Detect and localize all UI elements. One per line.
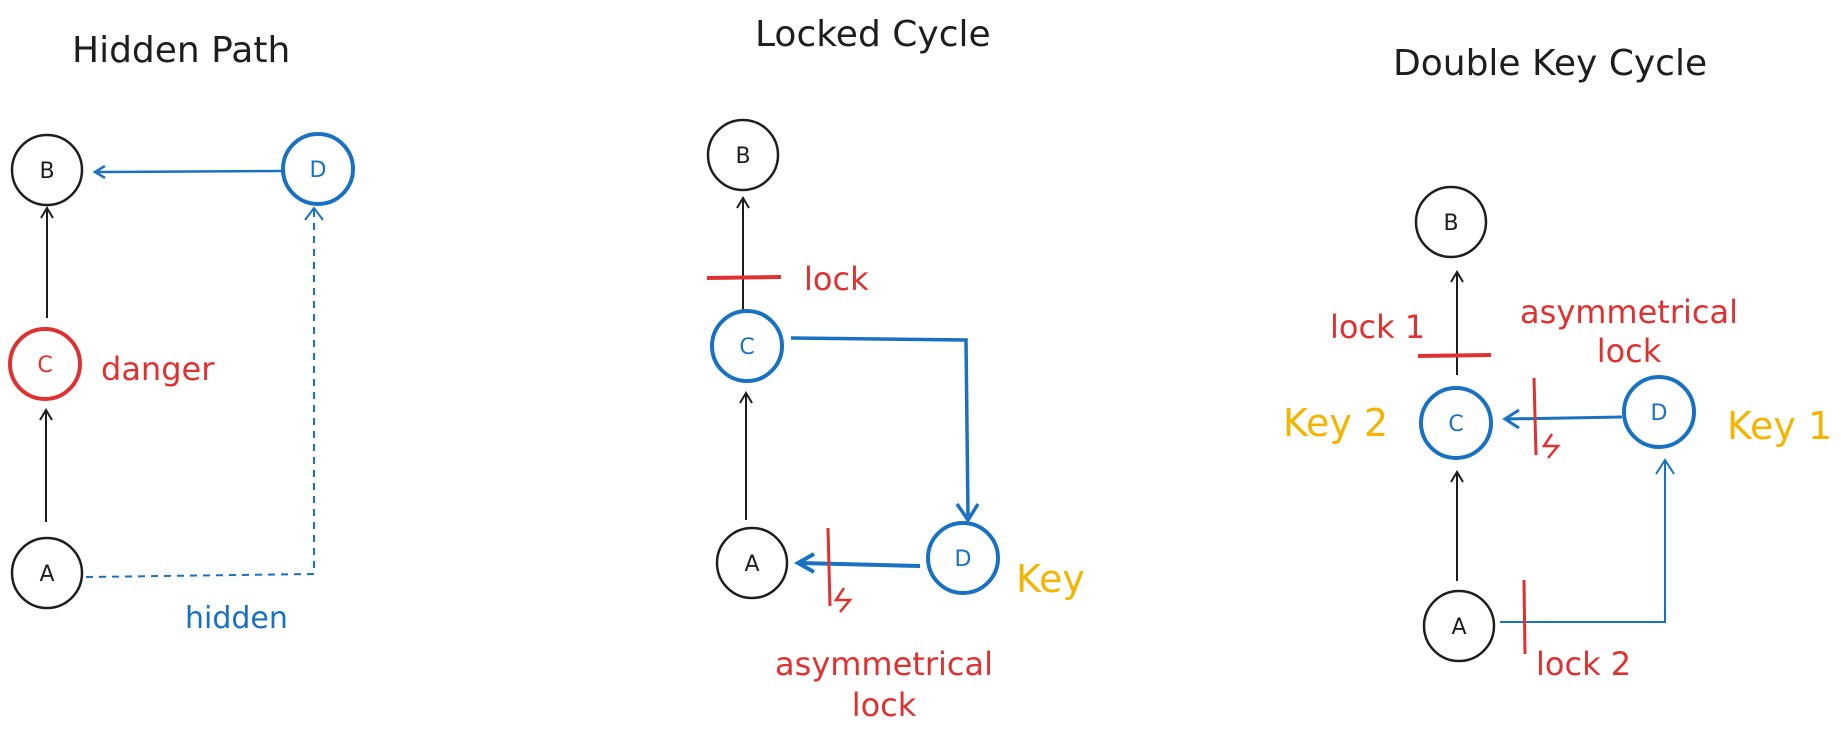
edge-d-to-b: [95, 171, 283, 172]
lock-label: lock: [804, 260, 869, 298]
key-2-label: Key 2: [1283, 401, 1388, 445]
asymmetrical-lock-label: lock: [1597, 332, 1662, 370]
edge-d-to-c: [1506, 415, 1623, 421]
node-label: B: [735, 144, 750, 169]
lock-2-label: lock 2: [1536, 645, 1631, 683]
node-a: A: [10, 536, 84, 610]
node-a: A: [715, 526, 789, 600]
lightning-icon: [1541, 433, 1561, 459]
node-label: C: [1448, 412, 1463, 437]
danger-label: danger: [101, 350, 215, 388]
asymmetrical-lock-label: lock: [852, 686, 917, 724]
node-label: B: [39, 159, 54, 184]
node-label: D: [310, 158, 327, 183]
node-b: B: [1414, 185, 1488, 259]
node-d: D: [281, 132, 355, 206]
edge-c-to-d-arrowhead: [955, 503, 980, 524]
edge-d-to-a: [799, 561, 921, 568]
lock-bar: [706, 275, 782, 280]
node-d: D: [926, 521, 1000, 595]
asymmetrical-label: asymmetrical: [775, 645, 993, 683]
edge-c-to-d: [790, 336, 970, 517]
node-a: A: [1422, 589, 1496, 663]
asymmetric-lock-bar: [1532, 377, 1538, 456]
asymmetric-lock-bar: [826, 527, 832, 607]
node-c: C: [1419, 386, 1493, 460]
diagram-double-key-cycle: Double Key Cycle B C D A lock 1: [1283, 43, 1832, 683]
node-label: C: [37, 353, 52, 378]
diagram-title: Hidden Path: [72, 30, 290, 71]
edge-a-to-d-arrowhead: [1655, 458, 1675, 475]
lightning-icon: [833, 587, 853, 613]
edge-a-to-d-arrowhead: [304, 206, 324, 221]
key-1-label: Key 1: [1727, 404, 1832, 448]
asymmetrical-label: asymmetrical: [1520, 293, 1738, 331]
lock-1-bar: [1417, 353, 1492, 358]
node-label: A: [39, 562, 54, 587]
diagram-title: Locked Cycle: [755, 14, 991, 55]
node-c: C: [710, 309, 784, 383]
node-label: A: [1451, 615, 1466, 640]
lock-1-label: lock 1: [1330, 308, 1425, 346]
lock-2-bar: [1522, 579, 1527, 655]
edge-a-to-d-hidden: [85, 210, 315, 578]
node-b: B: [10, 133, 84, 207]
node-label: C: [739, 335, 754, 360]
edge-d-to-c-arrowhead: [1502, 408, 1520, 430]
key-label: Key: [1016, 557, 1085, 601]
edge-a-to-d: [1500, 462, 1666, 623]
diagram-hidden-path: Hidden Path B D C A danger hidden: [8, 30, 355, 636]
node-label: D: [955, 547, 972, 572]
node-label: B: [1443, 211, 1458, 236]
diagram-locked-cycle: Locked Cycle B C A D lock Key asy: [706, 14, 1085, 724]
diagram-title: Double Key Cycle: [1393, 43, 1707, 84]
node-b: B: [706, 118, 780, 192]
node-c: C: [8, 327, 82, 401]
edge-d-to-a-arrowhead: [793, 552, 815, 574]
hidden-label: hidden: [185, 601, 288, 636]
node-label: A: [744, 552, 759, 577]
node-d: D: [1622, 375, 1696, 449]
node-label: D: [1651, 401, 1668, 426]
